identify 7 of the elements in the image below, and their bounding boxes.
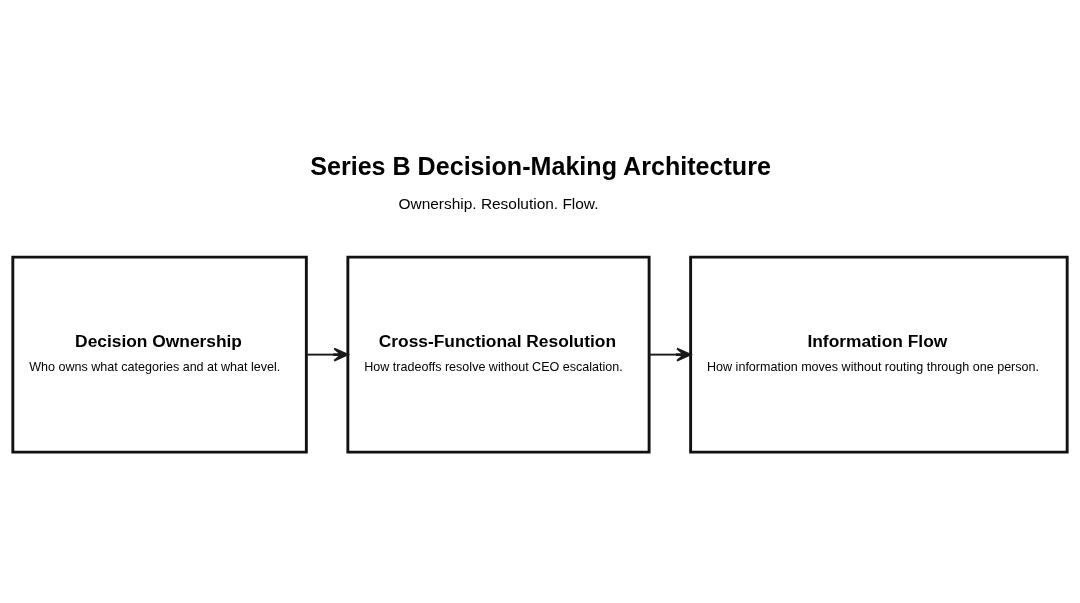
node-box: Cross-Functional Resolution How tradeoffs resolve without CEO escalation. — [346, 255, 651, 454]
arrow — [305, 347, 349, 362]
node-box: Decision Ownership Who owns what categories and at what level. — [11, 255, 308, 454]
diagram-title: Series B Decision-Making Architecture — [310, 151, 771, 180]
node-box: Information Flow How information moves without routing through one person. — [689, 255, 1069, 454]
arrow — [648, 347, 692, 362]
label: Ownership. Resolution. Flow. — [398, 194, 599, 212]
